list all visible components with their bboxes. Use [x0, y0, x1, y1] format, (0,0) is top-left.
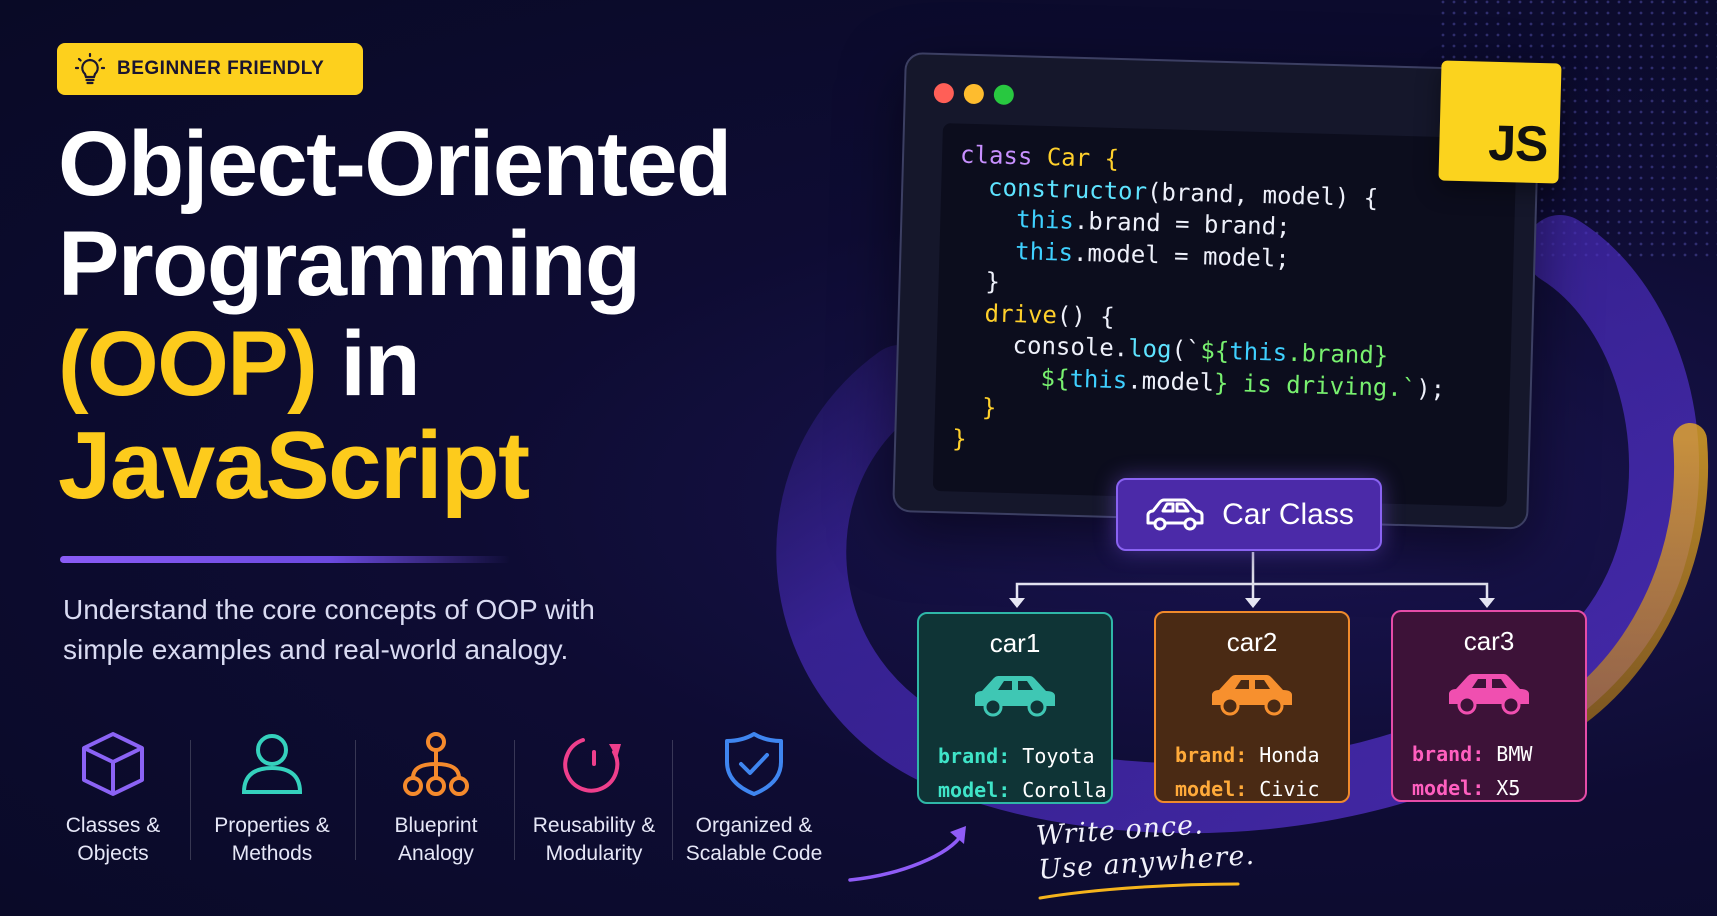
feature-blueprint-analogy: Blueprint Analogy [356, 730, 516, 868]
instance-model: model: Civic [1175, 777, 1320, 801]
car-class-label: Car Class [1222, 497, 1354, 531]
feature-divider [355, 740, 356, 860]
instance-card-car1: car1 brand: Toyota model: Corolla [917, 612, 1113, 804]
instance-card-car3: car3 brand: BMW model: X5 [1391, 610, 1587, 802]
connector-lines [1015, 552, 1489, 600]
instance-brand: brand: BMW [1412, 742, 1533, 766]
curved-arrow [848, 832, 964, 882]
feature-properties-methods: Properties & Methods [192, 730, 352, 868]
instance-brand: brand: Honda [1175, 743, 1320, 767]
tagline-underline [1038, 882, 1240, 900]
title-line-2: Programming [58, 213, 641, 315]
title-oop-highlight: (OOP) [58, 313, 318, 415]
js-logo-text: JS [1487, 114, 1549, 173]
code-panel: class Car { constructor(brand, model) { … [932, 123, 1517, 507]
car-icon [1449, 674, 1529, 715]
instance-brand: brand: Toyota [938, 744, 1095, 768]
beginner-friendly-badge: BEGINNER FRIENDLY [57, 43, 363, 95]
feature-label-line1: Properties & [214, 814, 330, 837]
blueprint-tree-icon [403, 732, 469, 796]
badge-label: BEGINNER FRIENDLY [117, 58, 325, 79]
javascript-logo: JS [1438, 60, 1562, 184]
shield-check-icon [725, 732, 783, 796]
car-class-node: Car Class [1116, 478, 1382, 551]
refresh-icon [563, 738, 621, 793]
car-icon [1146, 498, 1204, 530]
feature-organized-scalable: Organized & Scalable Code [674, 730, 834, 868]
code-block: class Car { constructor(brand, model) { … [951, 140, 1446, 453]
instance-model: model: X5 [1412, 776, 1521, 800]
car-icon [1212, 675, 1292, 716]
feature-label-line2: Objects [77, 842, 149, 865]
lightbulb-icon [75, 53, 105, 85]
feature-divider [190, 740, 191, 860]
feature-label-line1: Blueprint [394, 814, 478, 837]
window-minimize-dot [963, 83, 985, 105]
instance-name: car1 [989, 628, 1041, 658]
subtitle: Understand the core concepts of OOP with… [63, 594, 595, 665]
feature-label-line2: Scalable Code [685, 842, 823, 865]
feature-divider [672, 740, 673, 860]
feature-label-line1: Reusability & [532, 814, 656, 837]
instance-name: car3 [1463, 626, 1515, 656]
feature-label-line2: Modularity [545, 842, 643, 865]
curved-arrowhead [950, 826, 966, 844]
title-in: in [340, 313, 420, 415]
feature-label-line1: Organized & [695, 814, 813, 837]
cube-icon [82, 732, 144, 796]
window-close-dot [933, 82, 955, 104]
window-maximize-dot [993, 84, 1015, 106]
title-line-4: JavaScript [58, 412, 530, 519]
feature-label-line2: Methods [231, 842, 313, 865]
instance-model: model: Corolla [938, 778, 1107, 802]
feature-classes-objects: Classes & Objects [33, 730, 193, 868]
title-underline [60, 556, 510, 563]
car-icon [975, 676, 1055, 717]
connector-arrowheads [1009, 598, 1495, 608]
feature-divider [514, 740, 515, 860]
feature-reusability-modularity: Reusability & Modularity [514, 730, 674, 868]
feature-label-line1: Classes & [65, 814, 161, 837]
title-line-3: (OOP) in [58, 318, 421, 410]
instance-card-car2: car2 brand: Honda model: Civic [1154, 611, 1350, 803]
title-line-1: Object-Oriented [58, 113, 732, 215]
instance-name: car2 [1226, 627, 1278, 657]
feature-label-line2: Analogy [398, 842, 474, 865]
user-icon [241, 734, 303, 794]
gold-swirl [1543, 423, 1709, 737]
